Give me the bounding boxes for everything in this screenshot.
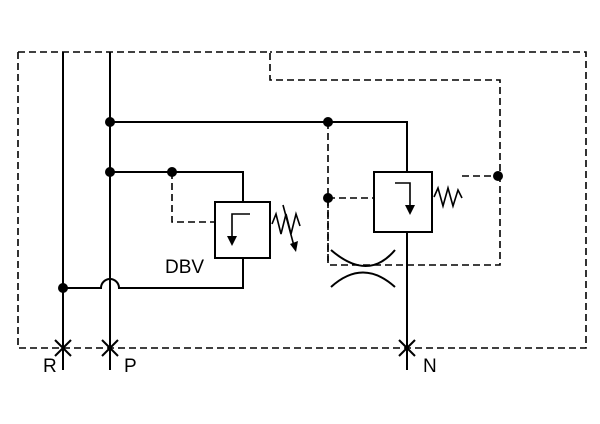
junction-dot: [105, 167, 115, 177]
port-p-cross: [101, 339, 119, 357]
dbv-pilot-line: [171, 172, 215, 223]
dbv-valve-box: [214, 201, 271, 259]
junction-dot: [493, 171, 503, 181]
junction-dot: [105, 117, 115, 127]
pressure-valve-box: [373, 171, 433, 233]
junction-dot: [323, 193, 333, 203]
pressure-valve-spring: [433, 185, 463, 209]
pressure-valve-arrow: [395, 182, 411, 207]
enclosure-boundary: [17, 51, 587, 349]
dbv-spring-adjust: [282, 204, 295, 247]
port-r-label: R: [43, 356, 57, 377]
port-n-cross: [398, 339, 416, 357]
port-r-cross: [54, 339, 72, 357]
orifice-lower-arc: [330, 271, 396, 288]
p-to-dbv-line: [110, 171, 244, 202]
port-n-label: N: [423, 356, 437, 377]
orifice-upper-arc: [330, 249, 396, 267]
p-to-n-line: [110, 121, 408, 172]
port-p-label: P: [124, 356, 137, 377]
dbv-return-line: [63, 258, 244, 289]
dbv-spring-adjust-head: [290, 241, 298, 252]
dbv-label: DBV: [165, 257, 204, 278]
junction-dot: [58, 283, 68, 293]
dbv-arrow-head: [227, 236, 237, 246]
pressure-valve-arrow-head: [405, 205, 415, 215]
junction-dot: [167, 167, 177, 177]
junction-dot: [323, 117, 333, 127]
dbv-arrow: [231, 213, 250, 238]
